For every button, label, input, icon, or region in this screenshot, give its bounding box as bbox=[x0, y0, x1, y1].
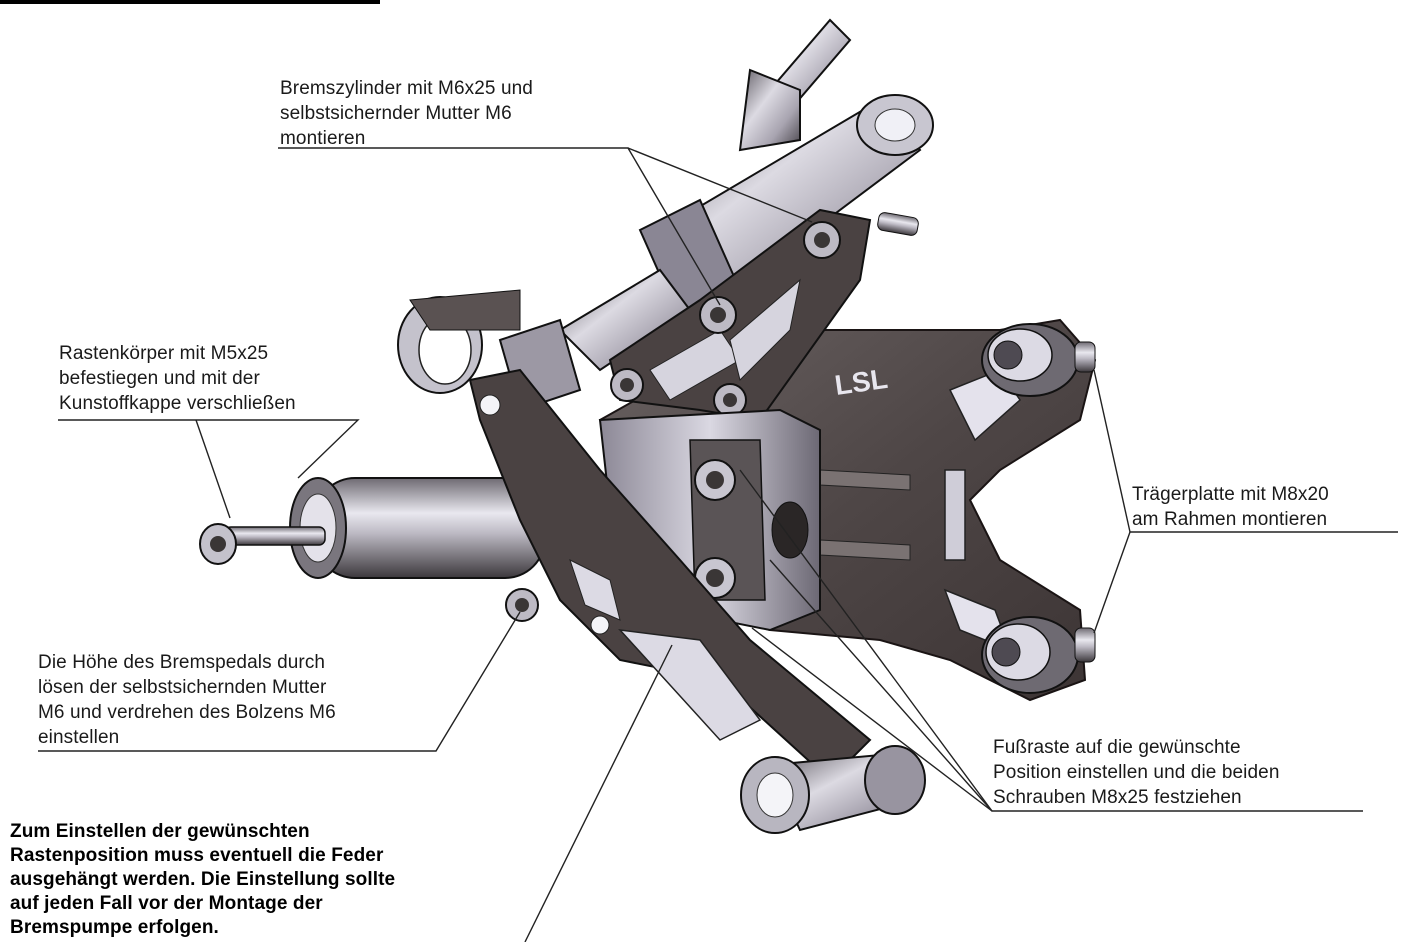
label-footrest-body: Rastenkörper mit M5x25 befestiegen und m… bbox=[59, 341, 296, 416]
mount-boss-bottom bbox=[981, 616, 1096, 694]
label-line: Fußraste auf die gewünschte bbox=[993, 737, 1241, 758]
note-line: auf jeden Fall vor der Montage der bbox=[10, 893, 323, 914]
label-line: Kunstoffkappe verschließen bbox=[59, 393, 296, 414]
pedal-tip-roller bbox=[740, 745, 926, 834]
leader-lines bbox=[38, 147, 1398, 942]
label-line: M6 und verdrehen des Bolzens M6 bbox=[38, 702, 336, 723]
label-line: am Rahmen montieren bbox=[1132, 509, 1328, 530]
label-line: Bremszylinder mit M6x25 und bbox=[280, 78, 533, 99]
label-line: Trägerplatte mit M8x20 bbox=[1132, 484, 1329, 505]
label-line: lösen der selbstsichernden Mutter bbox=[38, 677, 327, 698]
label-carrier-plate: Trägerplatte mit M8x20 am Rahmen montier… bbox=[1132, 482, 1329, 532]
label-line: Position einstellen und die beiden bbox=[993, 762, 1280, 783]
label-line: einstellen bbox=[38, 727, 120, 748]
note-line: Zum Einstellen der gewünschten bbox=[10, 821, 310, 842]
label-brake-cylinder: Bremszylinder mit M6x25 und selbstsicher… bbox=[280, 76, 533, 151]
label-pedal-height: Die Höhe des Bremspedals durch lösen der… bbox=[38, 650, 336, 750]
cylinder-bracket bbox=[608, 208, 919, 422]
logo-lsl: LSL bbox=[833, 363, 890, 401]
label-line: Rastenkörper mit M5x25 bbox=[59, 343, 269, 364]
footrest-body bbox=[199, 477, 546, 579]
note-line: Rastenposition muss eventuell die Feder bbox=[10, 845, 384, 866]
label-line: Die Höhe des Bremspedals durch bbox=[38, 652, 326, 673]
label-line: montieren bbox=[280, 128, 366, 149]
mount-boss-top bbox=[981, 323, 1096, 397]
label-line: selbstsichernder Mutter M6 bbox=[280, 103, 512, 124]
note-spring-adjustment: Zum Einstellen der gewünschten Rastenpos… bbox=[10, 820, 395, 940]
label-line: Schrauben M8x25 festziehen bbox=[993, 787, 1242, 808]
note-line: Bremspumpe erfolgen. bbox=[10, 917, 219, 938]
label-footrest-position: Fußraste auf die gewünschte Position ein… bbox=[993, 735, 1280, 810]
label-line: befestiegen und mit der bbox=[59, 368, 260, 389]
note-line: ausgehängt werden. Die Einstellung sollt… bbox=[10, 869, 396, 890]
top-rule bbox=[0, 0, 380, 4]
ring-mount bbox=[397, 289, 521, 394]
